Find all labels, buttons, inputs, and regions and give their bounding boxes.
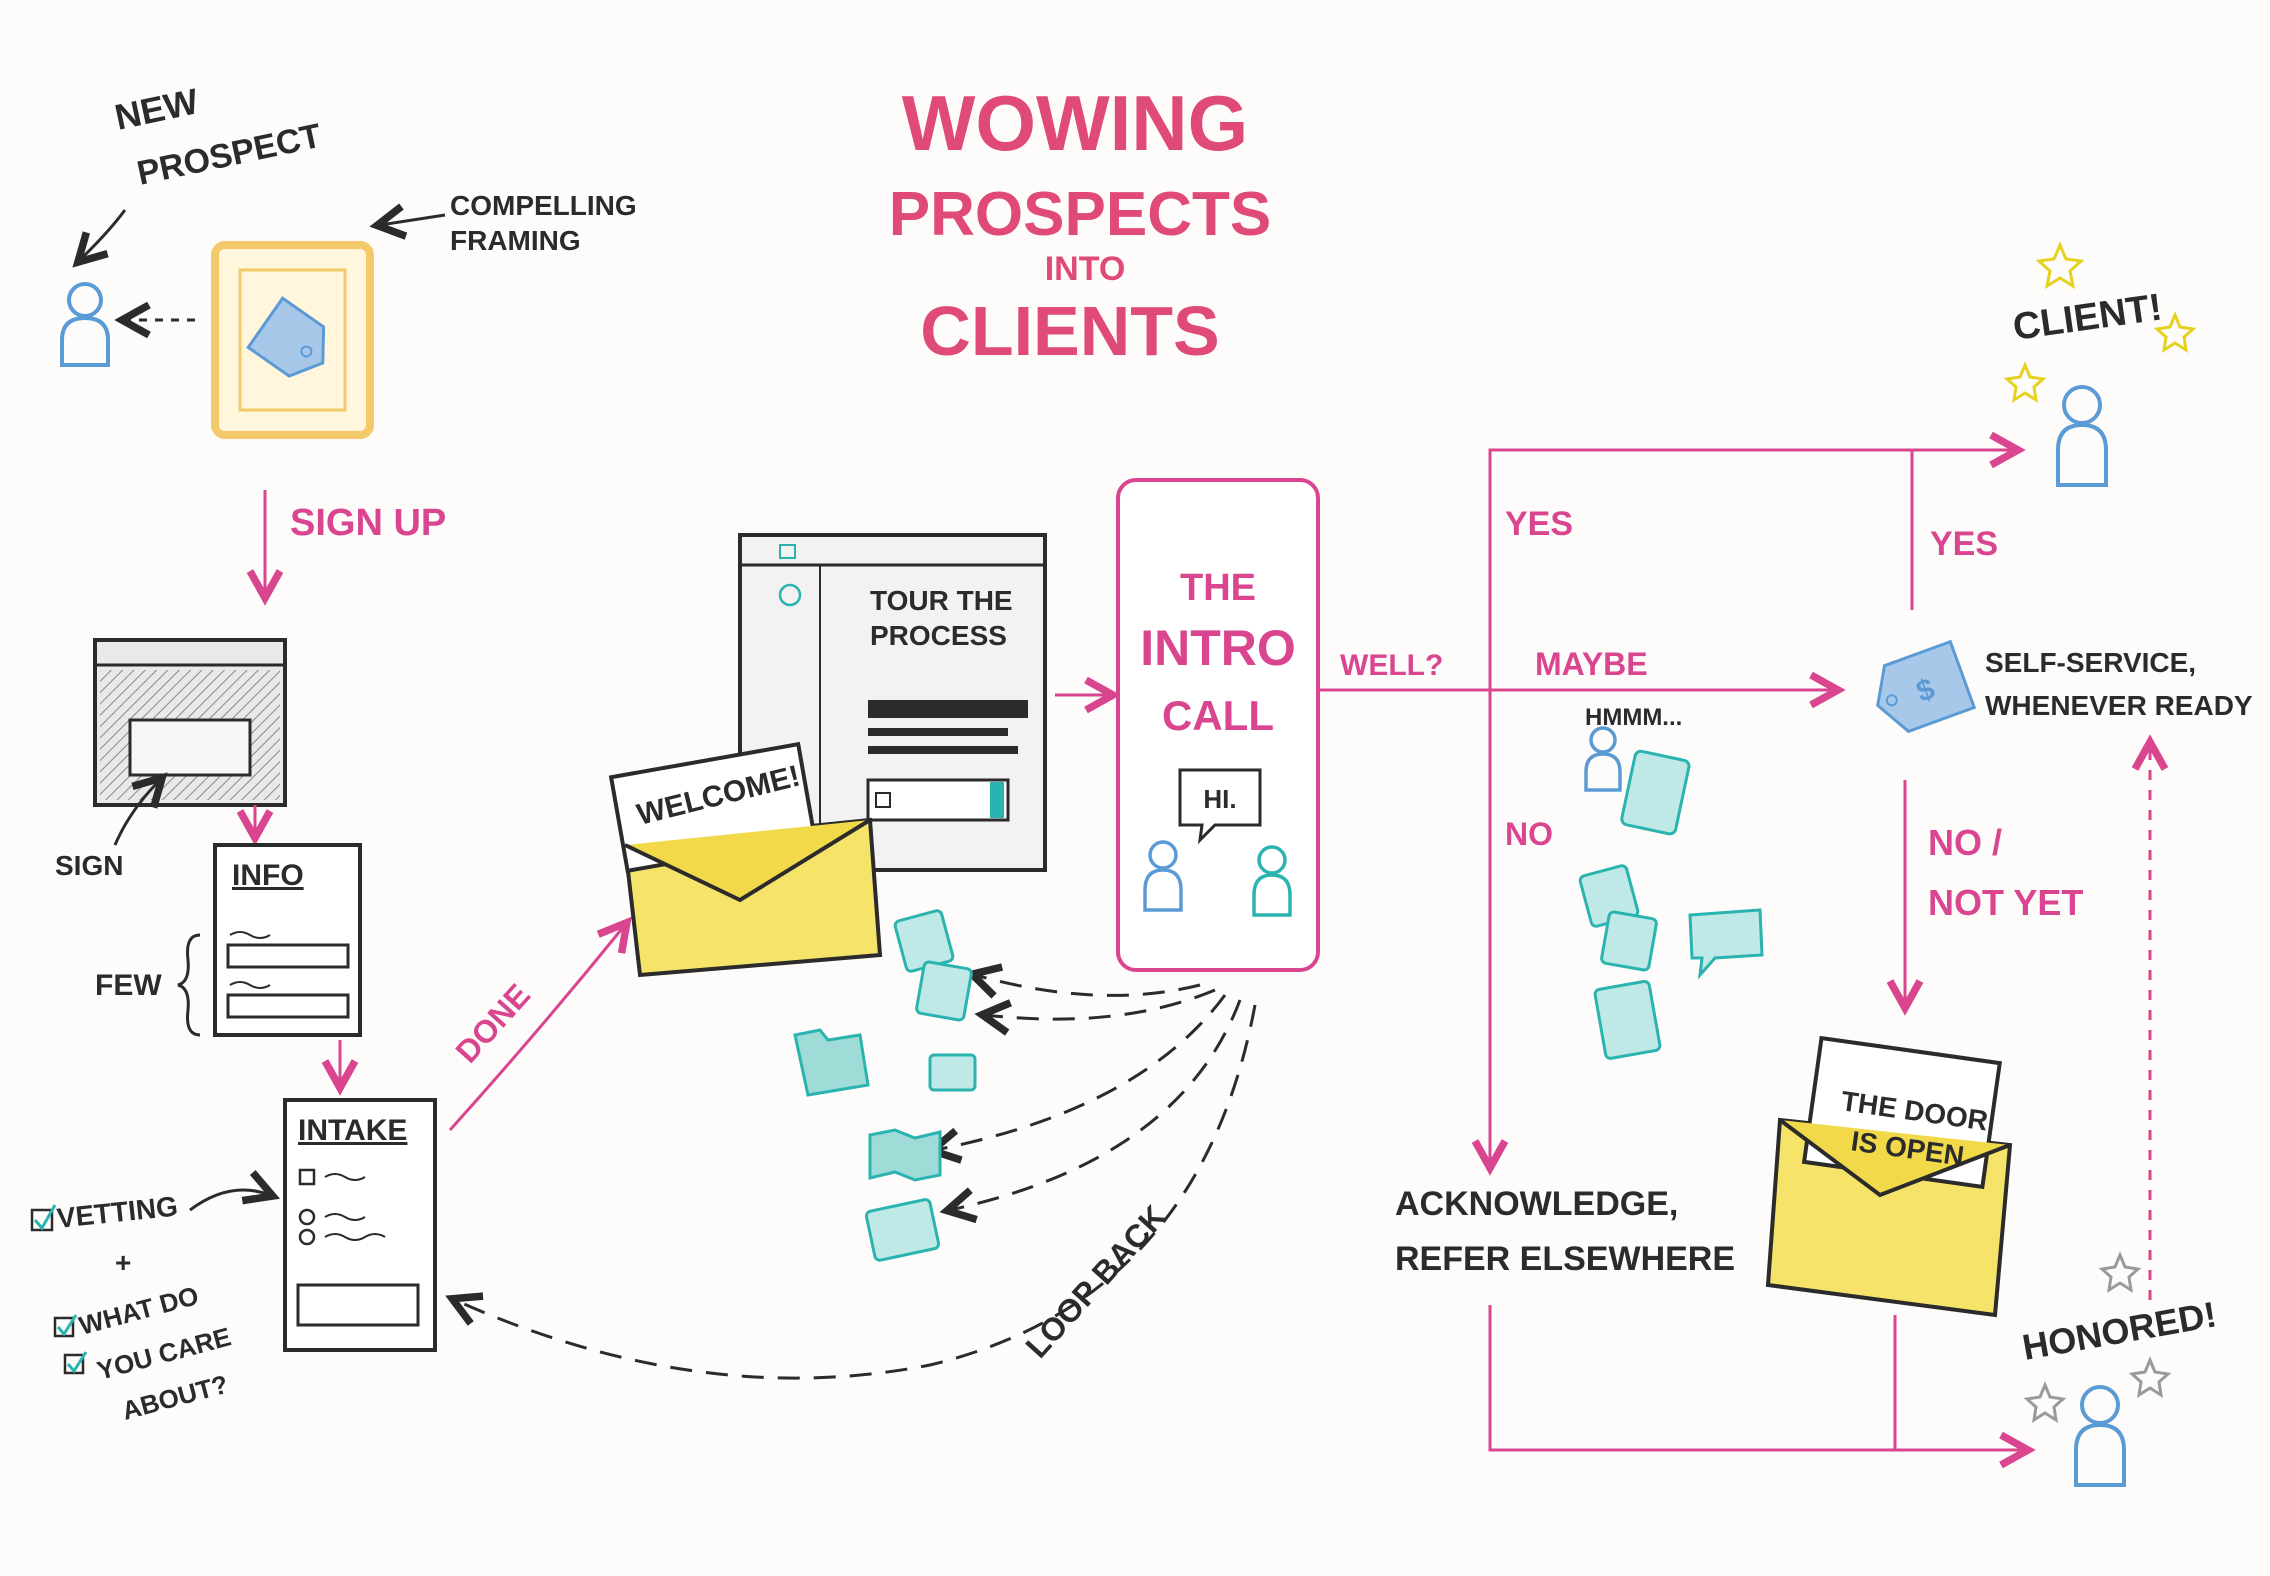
title-line-4: CLIENTS [920,292,1219,370]
yes-branch-path [1488,431,2026,690]
maybe-label: MAYBE [1535,646,1648,682]
chat-icon [1688,908,1764,980]
speech-bubble-icon [1178,768,1262,845]
care-line-1: WHAT DO [76,1280,202,1341]
checklist-icon-4 [1600,910,1658,972]
no-label: NO [1505,816,1553,852]
intro-call-label: THE INTRO CALL [1140,567,1296,739]
care-checkbox-icons [53,1314,88,1375]
checklist-icon-2 [915,960,973,1022]
intro-line-1: THE [1180,567,1256,609]
intro-line-2: INTRO [1140,620,1296,676]
folder-icon [793,1028,870,1097]
tour-process-label: TOUR THE PROCESS [870,585,1013,651]
no-not-yet-label: NO / NOT YET [1928,822,2083,923]
new-prospect-label: NEW PROSPECT [111,80,325,193]
sign-in-label: SIGN [55,850,123,881]
self-service-line-1: SELF-SERVICE, [1985,647,2196,678]
title-line-2: PROSPECTS [889,180,1271,249]
id-card-icon [864,1198,941,1262]
client-star-icons [2003,241,2197,404]
resource-icons-right [1578,749,1764,1060]
client-person-icon [2056,385,2108,487]
acknowledge-line-1: ACKNOWLEDGE, [1395,1185,1678,1223]
intake-form-icon [283,1098,437,1352]
loop-back-arrows [445,963,1257,1380]
intro-person-teal-icon [1252,845,1292,917]
not-yet-line-1: NO / [1928,822,2002,863]
client-label: CLIENT! [2010,286,2164,348]
price-tag-icon [246,296,326,378]
sign-in-pointer-arrow [113,772,168,846]
maybe-person-icon [1584,726,1622,792]
title-block: WOWING PROSPECTS INTO CLIENTS [889,79,1271,370]
framing-line-1: COMPELLING [450,190,637,221]
self-service-label: SELF-SERVICE, WHENEVER READY [1985,647,2253,721]
done-label: DONE [448,977,537,1070]
framing-arrow [369,203,446,240]
honored-label: HONORED! [2019,1293,2219,1367]
care-label: WHAT DO YOU CARE ABOUT? [76,1280,234,1426]
new-prospect-line-1: NEW [111,80,202,138]
few-brace [177,933,201,1037]
yes-label-1: YES [1505,505,1573,543]
intro-line-3: CALL [1162,692,1274,739]
hi-label: HI. [1203,784,1236,814]
plus-label: + [115,1247,131,1278]
sign-up-label: SIGN UP [290,502,446,544]
not-yet-line-2: NOT YET [1928,882,2083,923]
sign-in-window-icon [93,638,287,807]
tour-line-1: TOUR THE [870,585,1013,616]
vetting-label: VETTING [55,1190,179,1234]
honored-star-icons [2023,1251,2172,1424]
acknowledge-to-honored-path [1488,1305,2036,1469]
intake-form-title: INTAKE [298,1114,407,1147]
tour-line-2: PROCESS [870,620,1007,651]
acknowledge-line-2: REFER ELSEWHERE [1395,1240,1735,1278]
title-line-1: WOWING [902,79,1249,167]
profile-card-icon [1620,749,1691,836]
info-form-title: INFO [232,859,304,892]
welcome-envelope-icon [608,741,883,978]
done-arrow [448,916,632,1132]
loop-back-label: LOOP BACK [1018,1198,1173,1364]
vetting-arrow [189,1170,281,1212]
yes-label-2: YES [1930,525,1998,563]
self-service-line-2: WHENEVER READY [1985,690,2253,721]
resource-icons-left [793,909,977,1262]
compelling-framing-label: COMPELLING FRAMING [450,190,637,256]
few-label: FEW [95,969,162,1002]
map-icon [868,1128,942,1182]
new-prospect-arrow [72,209,127,268]
acknowledge-label: ACKNOWLEDGE, REFER ELSEWHERE [1395,1185,1735,1278]
self-service-tag-icon: $ [1876,639,1977,734]
framing-line-2: FRAMING [450,225,581,256]
well-label: WELL? [1340,649,1443,682]
intro-person-blue-icon [1143,840,1183,912]
video-icon [928,1053,977,1092]
door-open-envelope-icon [1765,1035,2013,1318]
new-prospect-person-icon [60,282,110,367]
document-icon [1593,979,1662,1060]
honored-person-icon [2074,1385,2126,1487]
compelling-frame-icon [211,241,374,439]
vetting-checkbox-icon [30,1204,57,1232]
care-line-3: ABOUT? [119,1369,231,1426]
title-line-3: INTO [1045,250,1126,288]
info-form-icon [213,843,362,1037]
